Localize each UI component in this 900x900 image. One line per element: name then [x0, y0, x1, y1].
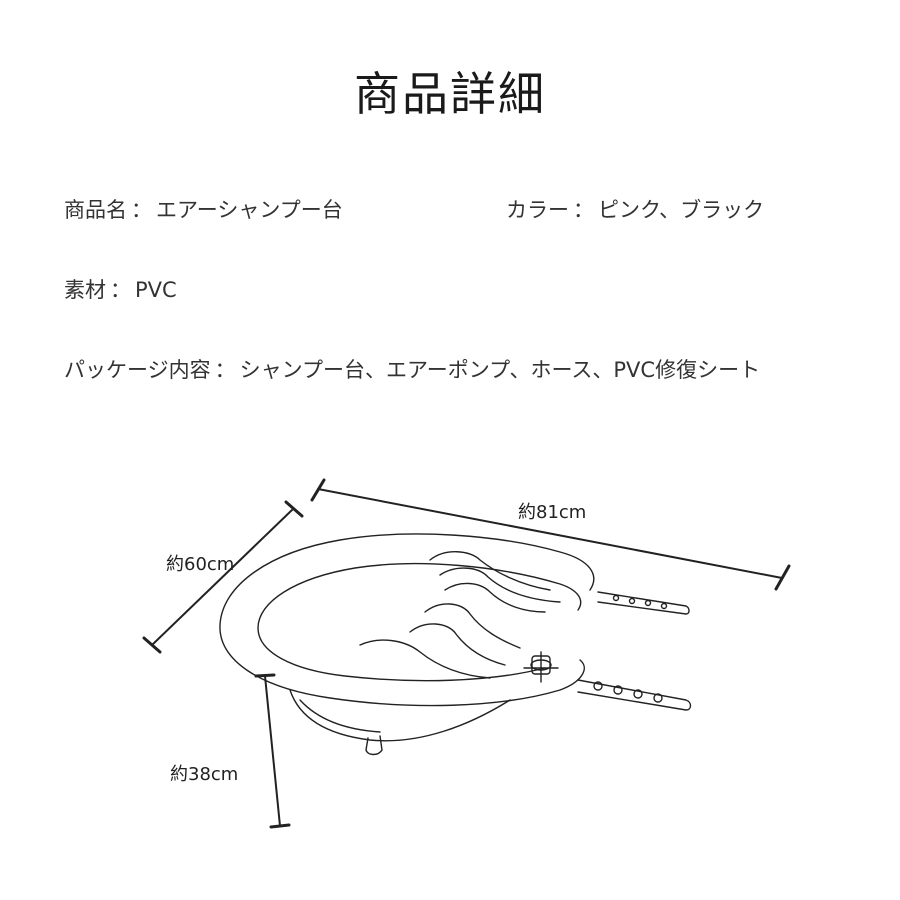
- spec-material: 素材：PVC: [64, 274, 177, 304]
- drain-cap: [523, 651, 559, 683]
- spec-separator: ：: [131, 198, 152, 222]
- spec-label: 素材: [64, 278, 106, 302]
- neck-rest-tubes: [359, 551, 561, 679]
- page-title: 商品詳細: [354, 67, 546, 121]
- spec-package-contents: パッケージ内容：シャンプー台、エアーポンプ、ホース、PVC修復シート: [64, 354, 760, 384]
- strap-upper: [597, 591, 690, 615]
- spec-separator: ：: [214, 358, 236, 382]
- spec-label: 商品名: [64, 198, 127, 222]
- spec-value: ピンク、ブラック: [598, 198, 765, 222]
- spec-value: エアーシャンプー台: [156, 198, 343, 222]
- spec-label: パッケージ内容: [64, 358, 211, 382]
- spec-label: カラー: [506, 198, 569, 222]
- spec-separator: ：: [110, 278, 131, 302]
- dimension-line-width: [310, 478, 791, 591]
- spec-color: カラー：ピンク、ブラック: [506, 194, 764, 224]
- dimension-line-height: [254, 673, 291, 829]
- dimension-label-depth: 約60cm: [166, 554, 235, 575]
- spec-separator: ：: [573, 198, 594, 222]
- spec-product-name: 商品名：エアーシャンプー台: [64, 194, 343, 224]
- spec-value: シャンプー台、エアーポンプ、ホース、PVC修復シート: [239, 358, 761, 382]
- outer-ring: [219, 533, 595, 707]
- strap-lower: [577, 679, 692, 711]
- spec-value: PVC: [135, 278, 177, 302]
- dimension-label-height: 約38cm: [170, 764, 239, 785]
- basin-bowl: [289, 689, 511, 756]
- dimension-label-width: 約81cm: [518, 502, 587, 523]
- dimension-line-depth: [142, 500, 304, 654]
